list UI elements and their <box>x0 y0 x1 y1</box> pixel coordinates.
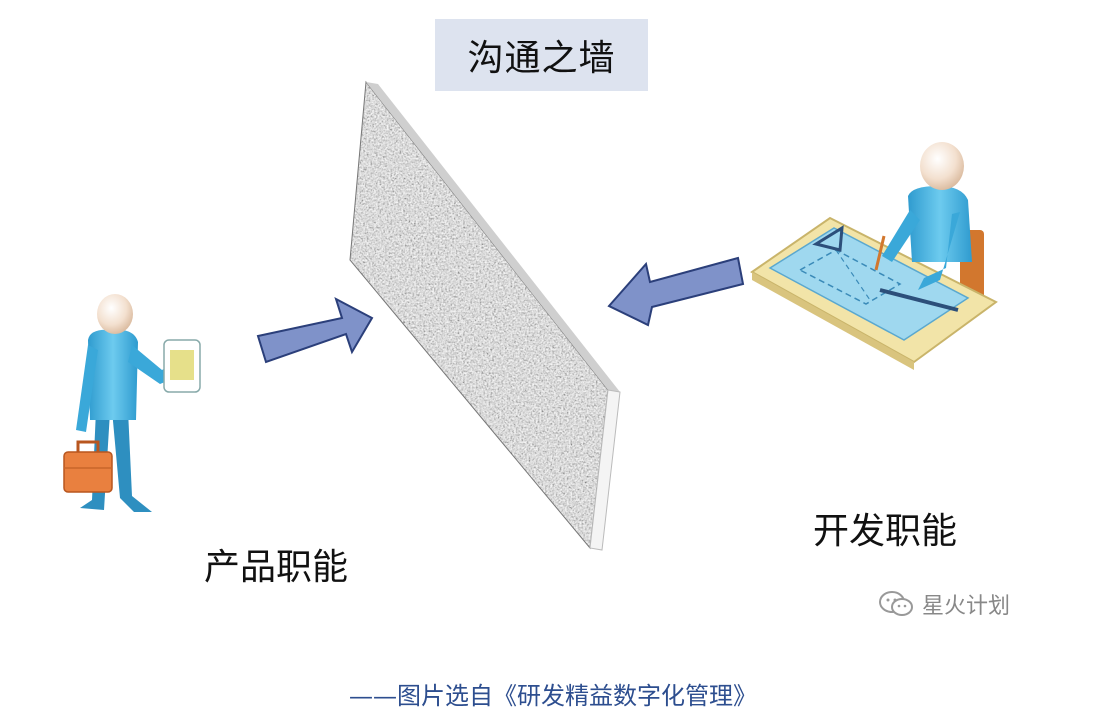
title-box: 沟通之墙 <box>435 19 648 91</box>
wechat-icon <box>879 591 913 616</box>
watermark-text: 星火计划 <box>922 594 1011 619</box>
development-function-label: 开发职能 <box>813 511 958 552</box>
diagram-title: 沟通之墙 <box>467 38 616 79</box>
engineer-drawing-blueprint-icon <box>750 142 998 370</box>
product-function-label: 产品职能 <box>204 547 349 588</box>
wall-icon <box>349 80 621 551</box>
arrow-right-icon <box>256 296 374 364</box>
watermark: 星火计划 <box>878 588 1010 620</box>
arrow-left-icon <box>607 256 745 327</box>
figure-caption: ——图片选自《研发精益数字化管理》 <box>349 682 757 710</box>
businessman-with-briefcase-and-tablet-icon <box>63 294 201 512</box>
